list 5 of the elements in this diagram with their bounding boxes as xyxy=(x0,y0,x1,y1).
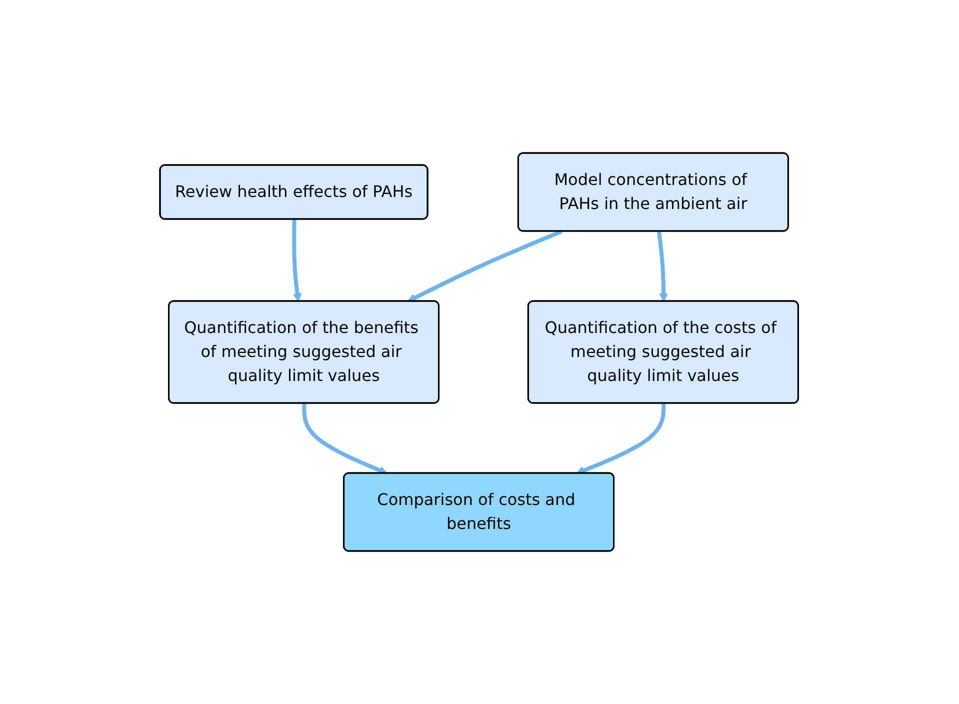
arrow xyxy=(576,403,666,475)
arrow xyxy=(302,403,388,474)
arrow xyxy=(292,219,302,302)
arrow xyxy=(408,230,563,302)
arrow xyxy=(657,231,668,302)
